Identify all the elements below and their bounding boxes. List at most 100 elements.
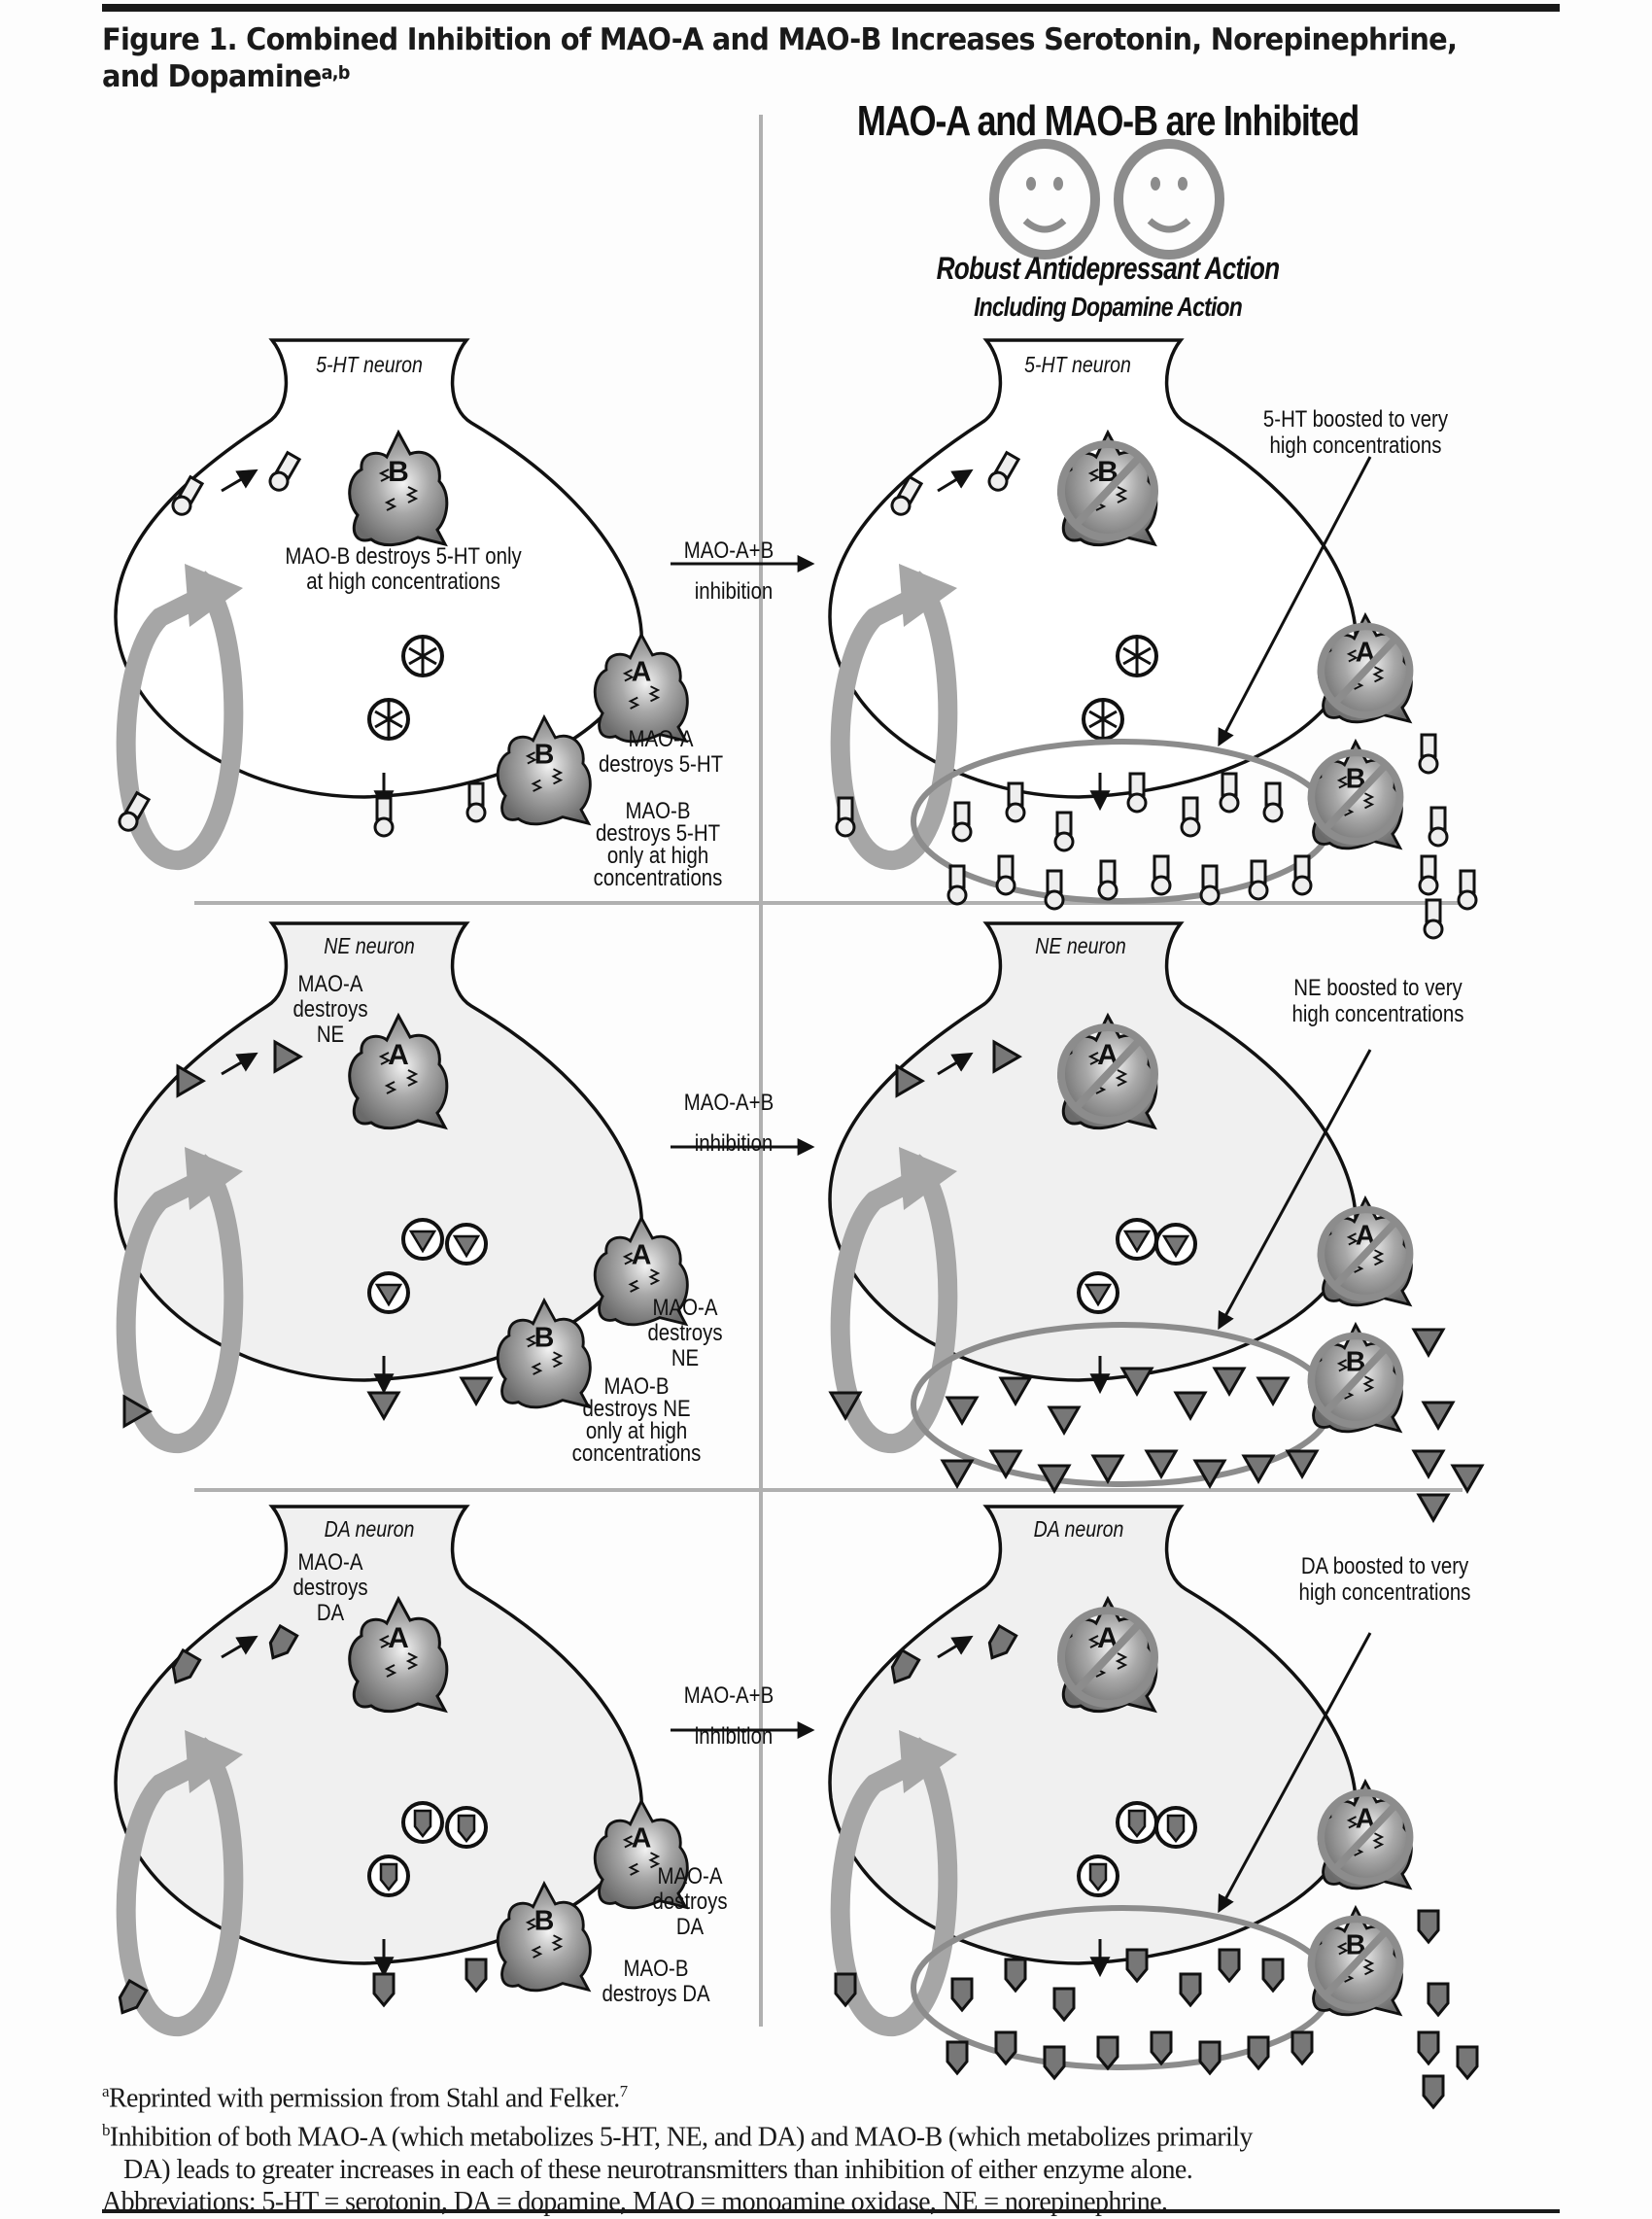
dopamine-molecule-icon [118, 1978, 149, 2015]
inhibition-arrow-bottom-label: inhibition [694, 578, 774, 605]
mao-enzyme-icon: A [593, 1214, 689, 1327]
label-line: destroys NE [582, 1396, 691, 1422]
reuptake-arrow-icon [116, 564, 244, 870]
vesicle-icon [401, 1801, 444, 1844]
right-header-title: MAO-A and MAO-B are Inhibited [856, 97, 1359, 145]
inhibition-slash [1323, 763, 1389, 831]
vesicle-icon [1154, 1223, 1197, 1266]
inhibition-ring [1317, 1788, 1414, 1886]
dopamine-molecule-icon [1218, 1948, 1241, 1984]
norepinephrine-molecule-icon [828, 1391, 863, 1422]
label-line: DA boosted to very [1300, 1553, 1469, 1579]
dopamine-molecule-icon [1427, 1982, 1450, 2018]
label-line: destroys [647, 1320, 723, 1346]
serotonin-molecule-icon [1005, 781, 1026, 823]
serotonin-molecule-icon [171, 474, 205, 516]
mao-enzyme-icon: A [348, 1012, 449, 1130]
serotonin-molecule-icon [1418, 733, 1439, 775]
label-line: MAO-A [297, 1549, 363, 1576]
vesicle-icon [367, 1271, 410, 1314]
top-rule [102, 4, 1560, 12]
label-line: high concentrations [1291, 1001, 1464, 1027]
label-line: concentrations [593, 865, 723, 891]
enzyme-shape [593, 1797, 689, 1910]
inhibited-enzyme-icon: A [1057, 1012, 1158, 1130]
vesicle-icon [445, 1806, 488, 1849]
serotonin-molecule-icon [118, 790, 152, 832]
label-line: destroys 5-HT [595, 820, 721, 847]
label-line: MAO-A [628, 726, 694, 752]
norepinephrine-molecule-icon [459, 1376, 494, 1407]
norepinephrine-molecule-icon [1416, 1493, 1451, 1524]
serotonin-molecule-icon [1126, 772, 1148, 814]
transport-arrow [937, 1635, 974, 1659]
reuptake-arrowhead [899, 1147, 957, 1210]
inhibition-ring [1317, 1205, 1414, 1302]
label-line: MAO-A [657, 1863, 723, 1890]
enzyme-letter: B [534, 740, 555, 771]
smiley-face-icon [989, 139, 1100, 260]
footnote-text: Reprinted with permission from Stahl and… [108, 2083, 620, 2114]
enzyme-shape [348, 429, 449, 547]
norepinephrine-molecule-icon [1285, 1449, 1320, 1480]
mao-enzyme-icon: B [496, 1297, 592, 1409]
norepinephrine-molecule-icon [1411, 1328, 1446, 1359]
norepinephrine-molecule-icon [366, 1391, 401, 1422]
label-line: MAO-B [623, 1956, 689, 1982]
transport-arrow [937, 1052, 974, 1076]
boost-pointer-arrow [1218, 1632, 1372, 1914]
norepinephrine-molecule-icon [122, 1394, 153, 1429]
dopamine-molecule-icon [465, 1958, 488, 1994]
dopamine-molecule-icon [1247, 2035, 1270, 2071]
label-line: NE boosted to very [1293, 975, 1463, 1001]
footnote-text: Inhibition of both MAO-A (which metaboli… [109, 2122, 1253, 2153]
norepinephrine-molecule-icon [176, 1063, 206, 1098]
serotonin-molecule-icon [995, 854, 1016, 896]
serotonin-molecule-icon [1262, 781, 1284, 823]
dopamine-molecule-icon [1291, 2030, 1314, 2066]
label-line: MAO-B destroys 5-HT only [285, 543, 522, 570]
inhibition-ring [1057, 1023, 1158, 1125]
dopamine-molecule-icon [1150, 2030, 1173, 2066]
footnotes: aReprinted with permission from Stahl an… [102, 2075, 1560, 2218]
dopamine-molecule-icon [1422, 2074, 1445, 2110]
norepinephrine-molecule-icon [895, 1063, 925, 1098]
vesicle-icon [1077, 1271, 1119, 1314]
neuron-label: 5-HT neuron [1024, 352, 1131, 377]
vesicle-icon [1077, 1855, 1119, 1897]
serotonin-molecule-icon [951, 801, 973, 843]
dopamine-molecule-icon [834, 1972, 857, 2008]
serotonin-molecule-icon [1180, 796, 1201, 838]
label-line: MAO-A [652, 1295, 718, 1321]
mao-enzyme-icon: A [593, 631, 689, 744]
neuron-label: NE neuron [324, 933, 415, 958]
bottom-rule [102, 2209, 1560, 2213]
dopamine-molecule-icon [1198, 2040, 1222, 2076]
dopamine-molecule-icon [171, 1647, 202, 1684]
footnote-marker: b [102, 2121, 110, 2140]
neuron-label: 5-HT neuron [316, 352, 423, 377]
right-header-subtitle: Robust Antidepressant Action [936, 251, 1280, 286]
reference-number: 7 [619, 2082, 628, 2100]
serotonin-molecule-icon [1219, 772, 1240, 814]
vesicle-icon [401, 1218, 444, 1261]
serotonin-molecule-icon [373, 796, 395, 838]
right-header-subtitle-2: Including Dopamine Action [974, 292, 1243, 322]
label-line: high concentrations [1298, 1579, 1471, 1606]
norepinephrine-molecule-icon [1144, 1449, 1179, 1480]
neuron-label: NE neuron [1035, 933, 1126, 958]
label-line: NE [671, 1345, 700, 1371]
inhibition-slash [1332, 1803, 1398, 1871]
inhibition-slash [1332, 1220, 1398, 1288]
mao-enzyme-icon: B [348, 429, 449, 547]
inhibition-slash [1074, 1038, 1142, 1110]
norepinephrine-molecule-icon [1241, 1454, 1276, 1485]
inhibited-enzyme-icon: B [1057, 429, 1158, 547]
enzyme-coil [378, 1635, 419, 1678]
norepinephrine-molecule-icon [988, 1449, 1023, 1480]
